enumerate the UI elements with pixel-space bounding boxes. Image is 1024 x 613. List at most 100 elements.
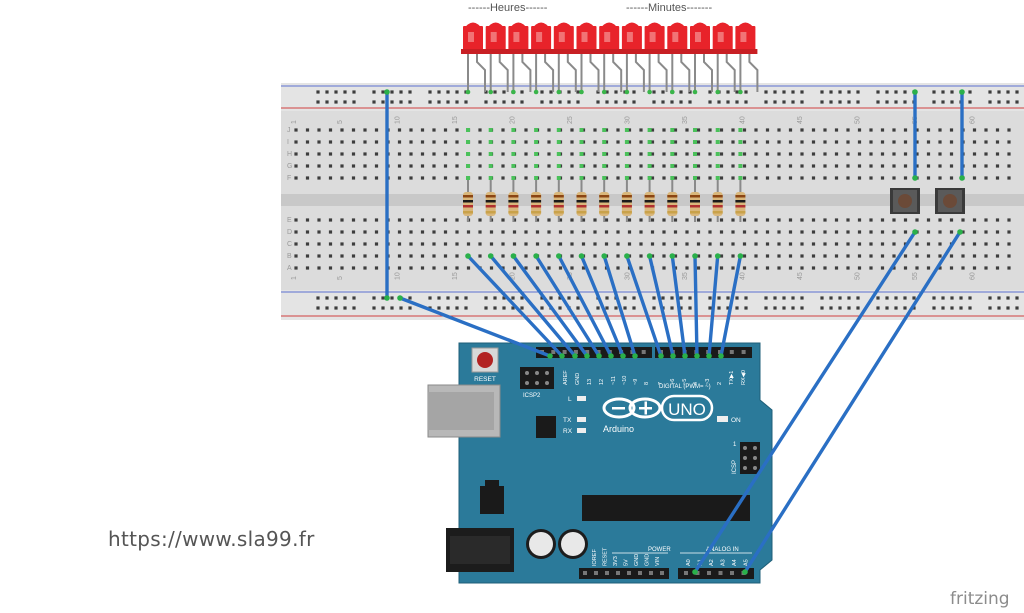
column-number: 1 — [291, 276, 298, 280]
digital-pin-label: RX◀0 — [741, 370, 747, 385]
resistor — [553, 180, 564, 222]
power-pin-label: IOREF — [592, 549, 598, 566]
column-number: 60 — [970, 116, 977, 124]
column-number: 1 — [291, 120, 298, 124]
power-header — [579, 568, 669, 579]
resistor — [644, 180, 655, 222]
column-number: 5 — [337, 276, 344, 280]
column-number: 15 — [452, 272, 459, 280]
heures-label: ------Heures------ — [468, 2, 548, 14]
column-number: 50 — [855, 116, 862, 124]
atmega-chip — [582, 495, 750, 521]
led — [665, 22, 690, 54]
column-number: 30 — [625, 116, 632, 124]
analog-pin-label: A3 — [721, 559, 727, 566]
usb-chip — [536, 416, 556, 438]
resistor — [531, 180, 542, 222]
column-number: 30 — [625, 272, 632, 280]
led-signal-wire — [624, 253, 664, 359]
analog-pin-label: A4 — [732, 559, 738, 566]
on-label: ON — [731, 417, 741, 424]
uno-label: UNO — [668, 400, 706, 419]
led — [619, 22, 644, 54]
icsp-pin-label: 1 — [733, 442, 737, 448]
push-button — [935, 188, 965, 214]
voltage-regulator — [480, 486, 504, 514]
led — [642, 22, 667, 54]
power-pin-label: 3V3 — [613, 556, 619, 566]
analog-pin-label: A0 — [686, 559, 692, 566]
column-number: 40 — [740, 272, 747, 280]
button-analog-wire — [742, 229, 963, 575]
icsp2-header — [520, 367, 554, 389]
digital-header-left — [536, 347, 652, 358]
digital-pin-label: 12 — [599, 379, 605, 385]
digital-pin-label: TX▶1 — [729, 371, 735, 385]
row-letter: E — [287, 217, 292, 224]
led-signal-wire — [669, 253, 688, 359]
resistor — [735, 180, 746, 222]
led-signal-wire — [487, 253, 578, 359]
led-signal-wire — [692, 253, 700, 359]
button-vcc-wire — [912, 89, 918, 181]
column-number: 35 — [682, 272, 689, 280]
digital-pin-label: ~9 — [633, 379, 639, 385]
reset-label: RESET — [474, 376, 496, 383]
row-letter: I — [287, 139, 289, 146]
digital-label: DIGITAL (PWM= ~) — [659, 384, 711, 390]
led-signal-wire — [465, 253, 565, 359]
led-signal-wire — [646, 253, 676, 359]
gnd-wire — [397, 295, 553, 359]
resistor — [508, 180, 519, 222]
resistor — [712, 180, 723, 222]
column-number: 25 — [567, 116, 574, 124]
resistor — [485, 180, 496, 222]
led-signal-wire — [533, 253, 602, 359]
led-signal-wire — [601, 253, 638, 359]
icsp2-label: ICSP2 — [523, 393, 541, 399]
row-letter: A — [287, 265, 292, 272]
aref-label: AREF — [563, 370, 569, 385]
resistor — [463, 180, 473, 222]
power-pin-label: 5V — [624, 559, 630, 566]
led — [710, 22, 735, 54]
column-number: 60 — [970, 272, 977, 280]
analog-pin-label: A2 — [709, 559, 715, 566]
fritzing-logo: fritzing — [950, 589, 1010, 609]
led — [551, 22, 576, 54]
website-url[interactable]: https://www.sla99.fr — [108, 527, 315, 551]
column-number: 45 — [797, 116, 804, 124]
ground-jumper-wire — [384, 89, 390, 301]
digital-pin-label: 2 — [717, 382, 723, 385]
led — [597, 22, 622, 54]
row-letter: F — [287, 175, 291, 182]
analog-in-label: ANALOG IN — [706, 547, 739, 553]
resistor — [621, 180, 632, 222]
power-label: POWER — [648, 547, 671, 553]
led — [574, 22, 599, 54]
led-signal-wire — [718, 253, 744, 359]
row-letter: C — [287, 241, 292, 248]
arduino-brand: Arduino — [603, 424, 634, 434]
digital-header-right — [655, 347, 752, 358]
digital-pin-label: 8 — [644, 382, 650, 385]
digital-pin-label: 13 — [587, 379, 593, 385]
row-letter: G — [287, 163, 292, 170]
column-number: 15 — [452, 116, 459, 124]
resistor — [667, 180, 678, 222]
arduino-logo: UNO Arduino — [602, 394, 714, 434]
led-signal-wire — [510, 253, 590, 359]
column-number: 40 — [740, 116, 747, 124]
icsp-label: ICSP — [732, 460, 738, 474]
resistor — [690, 180, 700, 222]
digital-pin-label: ~3 — [705, 379, 711, 385]
column-number: 5 — [337, 120, 344, 124]
analog-header — [678, 568, 754, 579]
power-pin-label: GND — [645, 554, 651, 566]
button-analog-wire — [692, 229, 918, 575]
row-letter: D — [287, 229, 292, 236]
digital-pin-label: ~11 — [611, 376, 617, 385]
power-pin-label: GND — [634, 554, 640, 566]
column-number: 10 — [395, 272, 402, 280]
